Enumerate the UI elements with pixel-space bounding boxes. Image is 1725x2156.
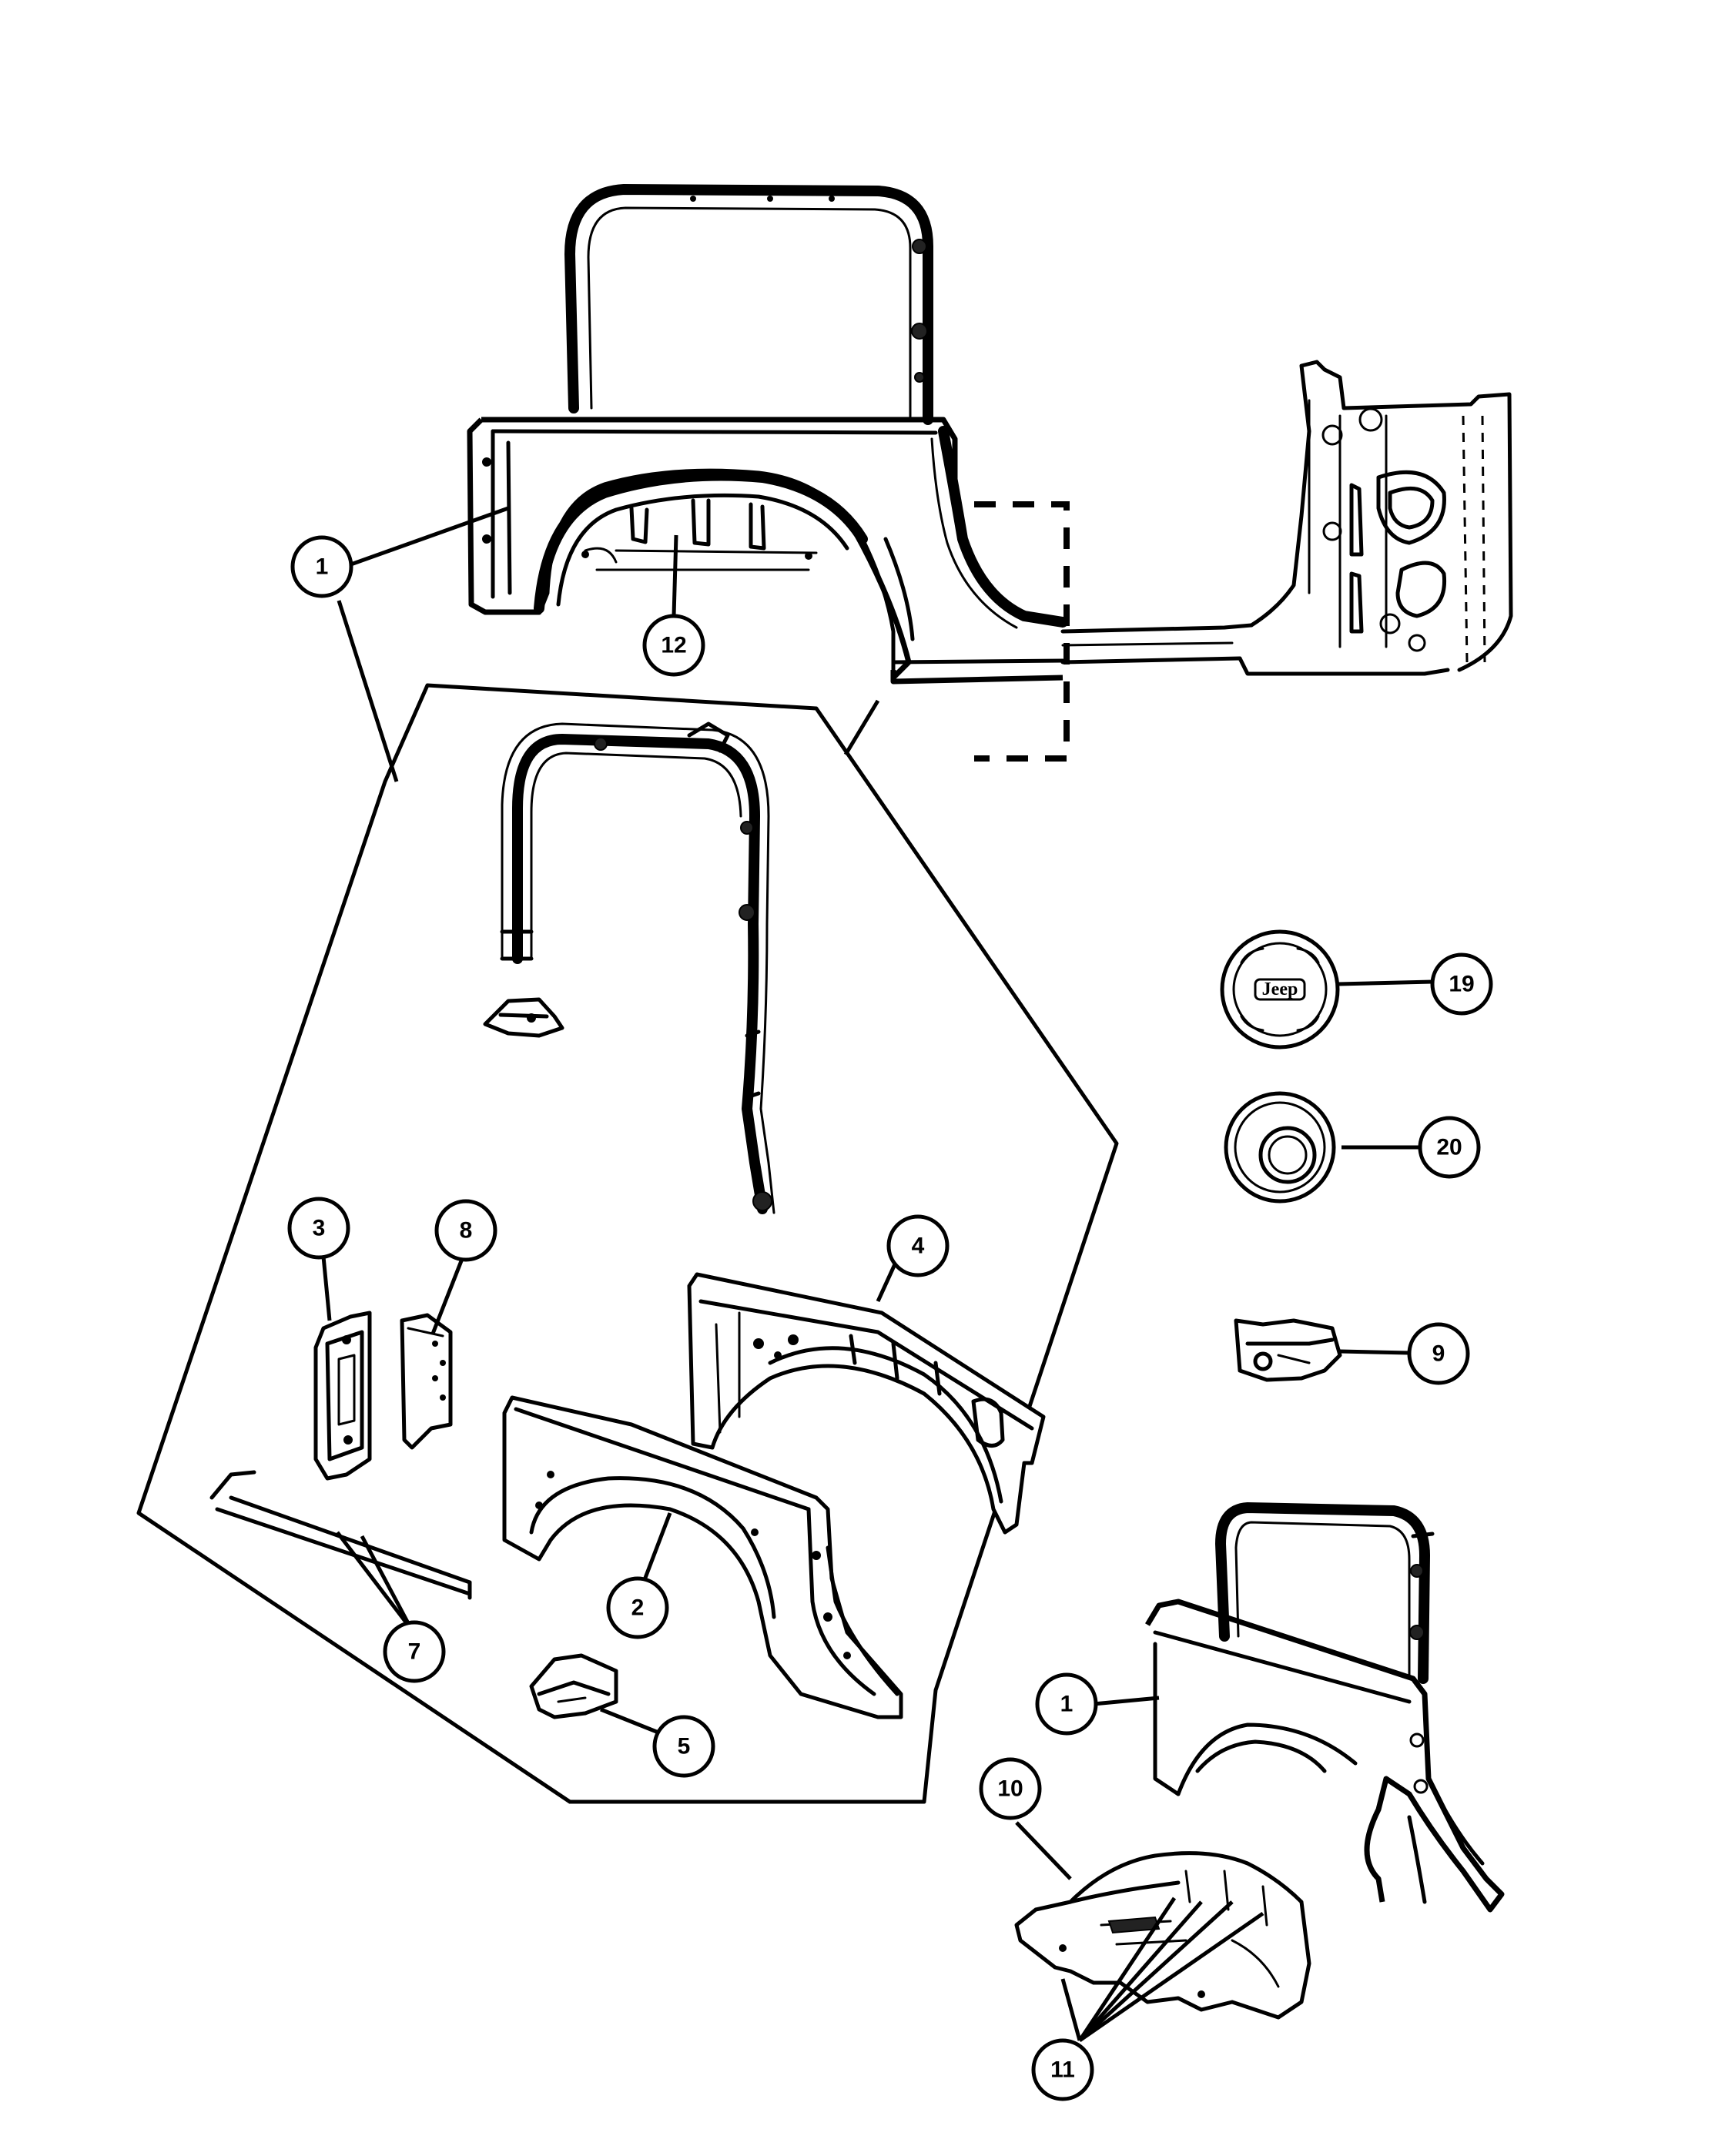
callout-7-label: 7 — [408, 1639, 421, 1665]
callout-11: 11 — [1031, 2038, 1094, 2101]
part-9-bracket — [1234, 1318, 1410, 1382]
callout-3: 3 — [287, 1197, 350, 1260]
callout-2-label: 2 — [631, 1595, 645, 1621]
callout-10: 10 — [979, 1757, 1042, 1820]
callout-4-label: 4 — [912, 1234, 925, 1259]
exploded-view-boundary — [136, 600, 1119, 1804]
callout-2: 2 — [606, 1576, 669, 1639]
callout-1-top-label: 1 — [316, 554, 329, 580]
callout-19-label: 19 — [1449, 972, 1474, 997]
callout-19: 19 — [1430, 952, 1493, 1016]
callout-1-bottom: 1 — [1035, 1672, 1098, 1736]
callout-5-label: 5 — [678, 1734, 691, 1759]
part-3-panel — [313, 1256, 372, 1481]
callout-5: 5 — [652, 1715, 715, 1778]
jeep-logo: Jeep — [1262, 979, 1298, 999]
callout-11-label: 11 — [1050, 2057, 1075, 2083]
callout-7: 7 — [383, 1620, 446, 1683]
callout-1-bottom-label: 1 — [1060, 1692, 1074, 1717]
bracket-part — [483, 997, 564, 1038]
callout-4: 4 — [886, 1214, 950, 1277]
callout-11-leaders — [1060, 1897, 1264, 2043]
callout-12-label: 12 — [661, 633, 686, 658]
callout-1-top: 1 — [290, 506, 509, 598]
part-2-quarter-outer — [502, 1395, 903, 1719]
body-side-assembly-bottom — [1093, 1502, 1505, 1913]
callout-9-label: 9 — [1432, 1341, 1445, 1367]
callout-8: 8 — [434, 1199, 497, 1262]
callout-8-label: 8 — [460, 1218, 473, 1244]
fuel-door-19: Jeep — [1220, 929, 1433, 1050]
fuel-housing-20 — [1224, 1091, 1421, 1204]
callout-20-label: 20 — [1436, 1135, 1462, 1160]
part-7-rail — [209, 1470, 472, 1625]
wheelhouse-liner-10 — [1014, 1821, 1311, 2020]
callout-3-label: 3 — [313, 1216, 326, 1241]
part-8-panel — [400, 1258, 464, 1450]
part-5-bracket — [529, 1653, 678, 1743]
body-side-assembly-top — [467, 184, 1513, 762]
roll-bar-part — [500, 721, 775, 1214]
callout-10-label: 10 — [997, 1776, 1023, 1802]
callout-9: 9 — [1407, 1322, 1470, 1385]
callout-20: 20 — [1418, 1116, 1481, 1179]
callout-12: 12 — [642, 534, 705, 677]
